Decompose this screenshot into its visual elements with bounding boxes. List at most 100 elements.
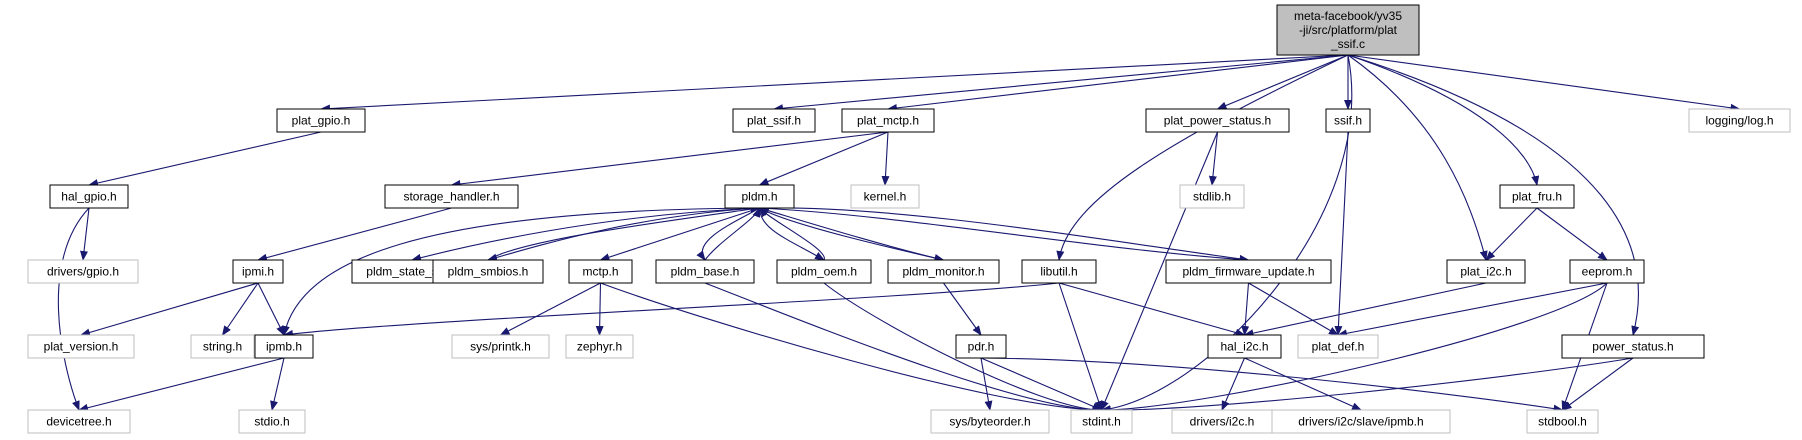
edges-layer xyxy=(57,54,1741,415)
edge-pldm-to-pldm-state-set xyxy=(411,207,760,262)
edge-root-to-power-status xyxy=(1347,54,1640,336)
node-box xyxy=(49,184,129,209)
node-label: sys/byteorder.h xyxy=(949,415,1030,429)
node-pldm-firmware-update: pldm_firmware_update.h xyxy=(1165,259,1332,284)
node-label: storage_handler.h xyxy=(403,190,499,204)
node-label: devicetree.h xyxy=(46,415,111,429)
edge-pldm-monitor-to-pldm xyxy=(758,207,944,261)
node-box xyxy=(1561,334,1705,359)
node-label: pldm_smbios.h xyxy=(448,265,529,279)
edge-pldm-to-pldm-smbios xyxy=(487,207,760,262)
node-box xyxy=(841,108,935,133)
node-label: string.h xyxy=(203,340,242,354)
node-label: pldm.h xyxy=(741,190,777,204)
node-box xyxy=(1145,108,1290,133)
edge-ipmi-to-string xyxy=(221,282,259,336)
node-box xyxy=(724,184,795,209)
node-label: zephyr.h xyxy=(577,340,622,354)
edge-pdr-to-stdint xyxy=(980,357,1103,411)
node-label: plat_mctp.h xyxy=(857,114,919,128)
node-root: meta-facebook/yv35-ji/src/platform/plat_… xyxy=(1276,4,1420,56)
edge-libutil-to-stdint xyxy=(1058,282,1103,411)
node-drivers-gpio: drivers/gpio.h xyxy=(27,259,139,284)
node-plat-mctp: plat_mctp.h xyxy=(841,108,935,133)
edge-root-to-logging xyxy=(1347,54,1741,112)
edge-eeprom-to-stdint xyxy=(1100,282,1608,414)
node-hal-i2c: hal_i2c.h xyxy=(1207,334,1282,359)
edge-plat-mctp-to-storage-handler xyxy=(450,131,889,188)
edge-pldm-base-to-pldm xyxy=(704,207,761,261)
node-label: logging/log.h xyxy=(1705,114,1773,128)
node-label: pldm_firmware_update.h xyxy=(1182,265,1314,279)
node-storage-handler: storage_handler.h xyxy=(384,184,519,209)
node-box xyxy=(1179,184,1245,209)
edge-mctp-to-stdint xyxy=(600,282,1103,414)
edge-ipmb-to-stdio xyxy=(270,357,285,411)
edge-pldm-oem-to-pldm xyxy=(758,207,825,261)
node-box xyxy=(276,108,366,133)
edge-mctp-to-sys-printk xyxy=(499,282,601,336)
edge-plat-mctp-to-kernel xyxy=(881,131,890,186)
node-box xyxy=(1569,259,1645,284)
node-stdbool: stdbool.h xyxy=(1526,409,1599,434)
node-box xyxy=(451,334,550,359)
node-label: drivers/i2c.h xyxy=(1190,415,1255,429)
node-box xyxy=(27,334,135,359)
node-box xyxy=(1688,108,1791,133)
node-label: plat_fru.h xyxy=(1512,190,1562,204)
edge-pdr-to-sys-byteorder xyxy=(980,357,993,411)
node-box xyxy=(27,259,139,284)
node-label: drivers/i2c/slave/ipmb.h xyxy=(1298,415,1423,429)
node-box xyxy=(565,334,634,359)
node-label: meta-facebook/yv35 xyxy=(1294,9,1402,23)
node-box xyxy=(955,334,1007,359)
node-zephyr: zephyr.h xyxy=(565,334,634,359)
edge-pldm-base-to-stdint xyxy=(704,282,1103,414)
edge-pldm-smbios-to-pldm xyxy=(487,205,761,261)
node-label: ipmb.h xyxy=(266,340,302,354)
edge-pldm-to-mctp xyxy=(599,207,760,262)
node-label: libutil.h xyxy=(1040,265,1077,279)
edge-hal-i2c-to-drivers-i2c-slave-ipmb xyxy=(1244,357,1362,411)
node-plat-i2c: plat_i2c.h xyxy=(1446,259,1526,284)
node-stdlib: stdlib.h xyxy=(1179,184,1245,209)
edge-pdr-to-stdbool xyxy=(980,357,1564,413)
node-label: plat_version.h xyxy=(44,340,119,354)
node-box xyxy=(1070,409,1133,434)
node-label: kernel.h xyxy=(864,190,907,204)
edge-root-to-plat-i2c xyxy=(1347,54,1488,261)
node-pldm-base: pldm_base.h xyxy=(655,259,755,284)
node-box xyxy=(232,259,284,284)
node-box xyxy=(1271,409,1451,434)
node-box xyxy=(930,409,1050,434)
edge-root-to-plat-mctp xyxy=(887,54,1349,112)
edge-ipmi-to-ipmb xyxy=(257,282,285,336)
edge-pldm-to-pldm-firmware-update xyxy=(759,207,1250,263)
node-string: string.h xyxy=(190,334,255,359)
node-box xyxy=(568,259,633,284)
node-label: hal_gpio.h xyxy=(61,190,116,204)
edge-ipmi-to-plat-version xyxy=(80,282,259,337)
node-box xyxy=(1446,259,1526,284)
edge-pldm-oem-to-stdint xyxy=(823,282,1103,414)
node-plat-power-status: plat_power_status.h xyxy=(1145,108,1290,133)
edge-hal-i2c-to-drivers-i2c xyxy=(1221,357,1246,411)
node-label: pdr.h xyxy=(968,340,995,354)
node-kernel: kernel.h xyxy=(850,184,920,209)
node-pldm-smbios: pldm_smbios.h xyxy=(432,259,544,284)
edge-eeprom-to-plat-def xyxy=(1337,282,1608,338)
node-devicetree: devicetree.h xyxy=(27,409,131,434)
edge-hal-gpio-to-drivers-gpio xyxy=(80,207,90,261)
edge-pldm-firmware-update-to-pldm xyxy=(758,204,1249,261)
edge-libutil-to-ipmb xyxy=(283,282,1060,338)
node-label: stdint.h xyxy=(1082,415,1121,429)
node-label: mctp.h xyxy=(582,265,618,279)
node-ipmb: ipmb.h xyxy=(254,334,314,359)
edge-plat-i2c-to-hal-i2c xyxy=(1243,282,1487,338)
edge-plat-gpio-to-hal-gpio xyxy=(88,131,322,187)
node-pdr: pdr.h xyxy=(955,334,1007,359)
edge-plat-mctp-to-pldm xyxy=(758,131,889,186)
node-box xyxy=(1165,259,1332,284)
node-label: -ji/src/platform/plat xyxy=(1299,23,1398,37)
node-box xyxy=(384,184,519,209)
